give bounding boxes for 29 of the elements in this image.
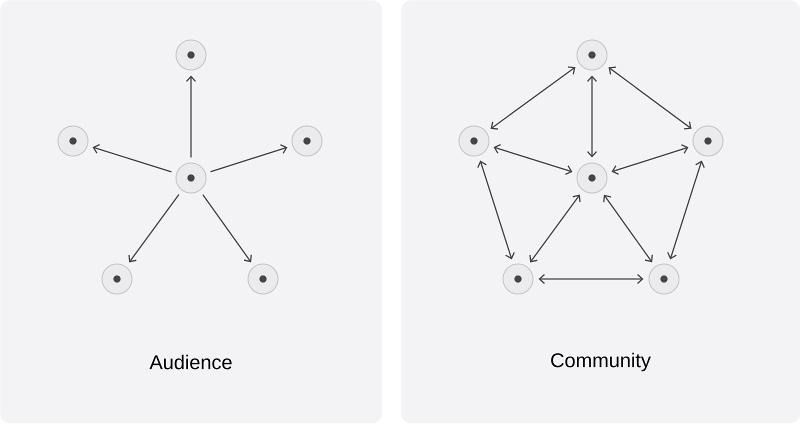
arrow xyxy=(202,194,252,262)
arrow xyxy=(538,274,644,284)
node-circle xyxy=(692,126,724,156)
arrow xyxy=(490,66,576,130)
node-circle xyxy=(576,40,608,70)
panel: Community xyxy=(401,0,800,424)
arrow xyxy=(128,194,180,262)
node-circle xyxy=(292,126,322,156)
node-circle xyxy=(458,126,490,156)
arrow xyxy=(210,144,288,172)
arrow xyxy=(587,76,597,158)
node-circle xyxy=(176,162,206,194)
node-circle xyxy=(248,264,278,294)
arrow xyxy=(477,160,515,260)
node-circle xyxy=(102,264,132,294)
arrow xyxy=(529,194,581,262)
node-circle xyxy=(502,264,534,294)
node-circle xyxy=(648,264,680,294)
arrow xyxy=(612,144,688,175)
node-circle xyxy=(58,126,88,156)
arrow xyxy=(494,144,572,175)
arrow xyxy=(608,66,692,130)
node-circle xyxy=(576,162,608,194)
arrow xyxy=(667,160,705,260)
arrow xyxy=(92,144,172,172)
panel: Audience xyxy=(0,0,382,424)
arrow xyxy=(186,76,196,158)
node-circle xyxy=(176,40,206,70)
arrow xyxy=(603,194,653,262)
